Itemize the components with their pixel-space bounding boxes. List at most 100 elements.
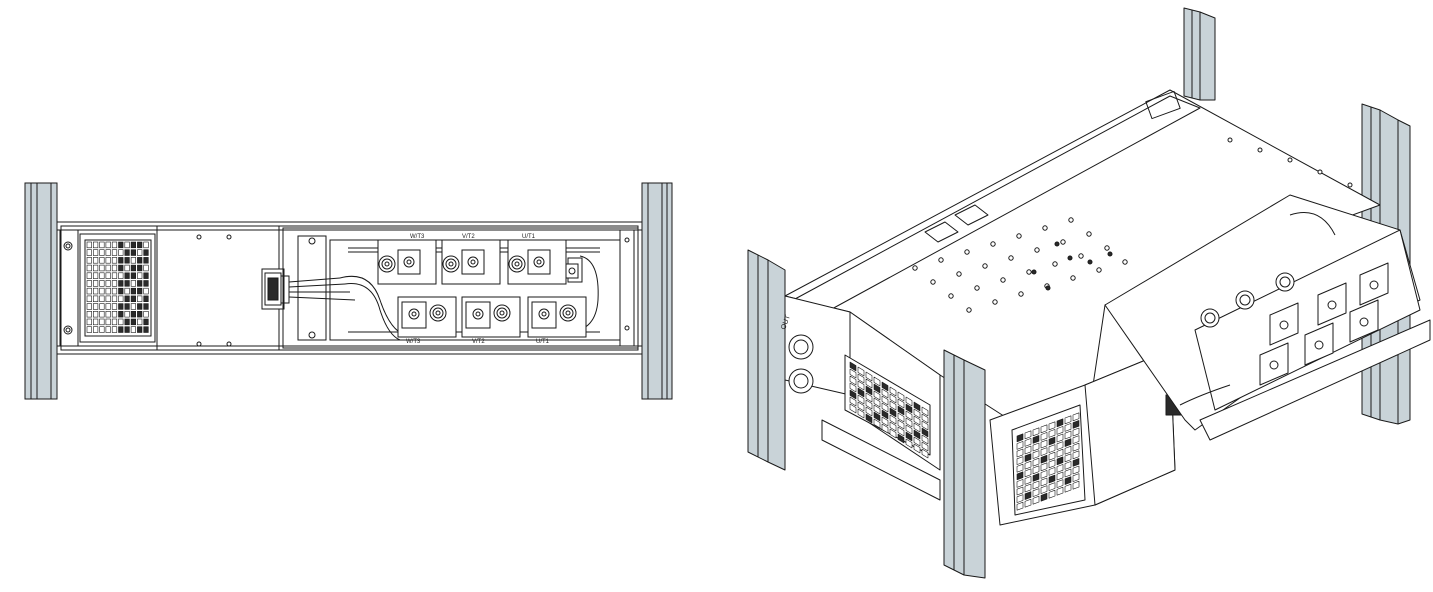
mounting-hole bbox=[1060, 239, 1066, 245]
mounting-hole bbox=[1018, 291, 1024, 297]
grille-cell bbox=[143, 310, 149, 318]
grille-cell bbox=[913, 422, 921, 433]
grille-cell bbox=[137, 326, 143, 333]
dark-hole bbox=[1045, 285, 1051, 291]
front-left-rail bbox=[747, 249, 786, 471]
terminal-bolt bbox=[403, 256, 415, 268]
terminal-nut-inner bbox=[381, 258, 393, 270]
grille-cell bbox=[86, 241, 92, 249]
mounting-hole bbox=[966, 307, 972, 313]
grille-cell bbox=[130, 326, 137, 333]
grille-cell bbox=[143, 272, 149, 279]
cable bbox=[1179, 384, 1231, 406]
grille-cell bbox=[897, 412, 905, 423]
grille-cell bbox=[849, 396, 857, 407]
grille-cell bbox=[1048, 451, 1056, 461]
grille-cell bbox=[1016, 501, 1024, 511]
bottom-terminal-label-2: V/T2 bbox=[472, 339, 485, 345]
grille-cell bbox=[1064, 445, 1072, 455]
grille-cell bbox=[86, 287, 92, 295]
grille-cell bbox=[124, 295, 130, 302]
grille-cell bbox=[124, 303, 130, 310]
dark-hole bbox=[1067, 255, 1073, 261]
grille-cell bbox=[849, 389, 857, 400]
grille-cell bbox=[124, 272, 130, 279]
grille-cell bbox=[124, 326, 130, 333]
grille-cell bbox=[1056, 471, 1064, 481]
edge-hole bbox=[1317, 169, 1323, 175]
grille-cell bbox=[86, 280, 92, 287]
terminal-nut-inner bbox=[511, 258, 523, 270]
grille-cell bbox=[124, 241, 130, 249]
grille-cell bbox=[921, 434, 929, 445]
dark-hole bbox=[1054, 241, 1060, 247]
terminal-nut bbox=[1200, 308, 1220, 328]
grille-cell bbox=[905, 431, 913, 442]
grille-cell bbox=[99, 303, 105, 310]
grille-cell bbox=[1040, 470, 1048, 479]
grille-cell bbox=[873, 383, 881, 394]
mounting-hole bbox=[1008, 255, 1014, 261]
isometric-view-drawing: OUT bbox=[700, 0, 1433, 587]
iso-terminal-lugs bbox=[1179, 212, 1389, 406]
grille-cell bbox=[137, 249, 143, 256]
mounting-hole bbox=[912, 265, 918, 271]
grille-cell bbox=[1048, 467, 1056, 476]
ground-terminal-bolt bbox=[568, 267, 576, 275]
grille-cell bbox=[93, 249, 99, 256]
grille-cell bbox=[1064, 415, 1072, 425]
mounting-hole bbox=[974, 285, 980, 291]
grille-cell bbox=[1032, 457, 1040, 467]
right-mounting-rail bbox=[641, 182, 673, 400]
terminal-nut bbox=[493, 304, 511, 322]
terminal-bolt-center bbox=[406, 259, 412, 265]
grille-cell bbox=[137, 295, 143, 302]
edge-hole bbox=[1347, 182, 1353, 188]
grille-cell bbox=[1032, 435, 1040, 444]
grille-cell bbox=[1072, 442, 1080, 452]
grille-cell bbox=[1072, 473, 1080, 482]
top-terminal-row bbox=[377, 239, 579, 285]
grille-cell bbox=[93, 280, 99, 287]
grille-cell bbox=[1032, 488, 1040, 497]
grille-cell bbox=[1056, 479, 1064, 488]
grille-cell bbox=[99, 318, 105, 326]
grille-cell bbox=[118, 326, 124, 333]
grille-cell bbox=[137, 318, 143, 326]
grille-cell bbox=[1056, 426, 1064, 435]
grille-cell bbox=[1064, 430, 1072, 440]
grille-cell bbox=[1016, 494, 1024, 503]
isometric-view-svg: OUT bbox=[747, 7, 1431, 579]
grille-cell bbox=[921, 441, 929, 452]
grille-cell bbox=[105, 257, 111, 264]
grille-cell bbox=[130, 303, 137, 310]
grille-cell bbox=[1072, 480, 1080, 490]
grille-cell bbox=[1032, 495, 1040, 505]
terminal-nut bbox=[442, 255, 460, 273]
grille-cell bbox=[143, 326, 149, 333]
grille-cell bbox=[1040, 439, 1048, 449]
grille-cell bbox=[1048, 429, 1056, 438]
grille-cell bbox=[130, 287, 137, 295]
grille-cell bbox=[897, 391, 905, 402]
grille-cell bbox=[913, 436, 921, 447]
grille-cell bbox=[889, 421, 897, 432]
grille-cell bbox=[905, 424, 913, 435]
grille-cell bbox=[86, 326, 92, 333]
grille-cell bbox=[124, 318, 130, 326]
mounting-hole bbox=[1078, 253, 1084, 259]
terminal-bolt bbox=[538, 308, 550, 320]
grille-cell bbox=[921, 413, 929, 424]
mounting-hole bbox=[1052, 261, 1058, 267]
grille-cell bbox=[1040, 447, 1048, 456]
out-connector-label: OUT bbox=[780, 314, 792, 331]
grille-cell bbox=[1024, 453, 1032, 462]
grille-cell bbox=[118, 303, 124, 310]
control-connector bbox=[261, 268, 406, 341]
terminal-bolt bbox=[472, 308, 484, 320]
grille-cell bbox=[130, 280, 137, 287]
grille-cell bbox=[93, 257, 99, 264]
grille-cell bbox=[1056, 448, 1064, 458]
grille-cell bbox=[1032, 442, 1040, 452]
dark-hole bbox=[1087, 259, 1093, 265]
